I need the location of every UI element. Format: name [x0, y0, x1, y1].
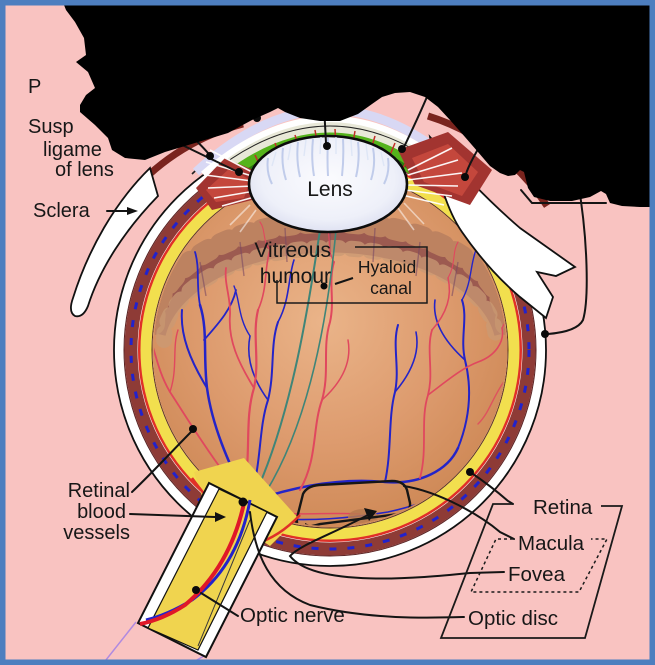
lens-label: Lens [307, 178, 353, 201]
occlusion-blob [62, 0, 655, 207]
hyaloid-canal [257, 229, 337, 493]
lens: Lens [247, 134, 409, 234]
label-vitreous-2: humour [260, 265, 331, 288]
disc-vessel-dot [238, 497, 248, 507]
hyaloid-callout: Hyaloid canal [276, 246, 428, 304]
label-vitreous-1: Vitreous [254, 239, 331, 262]
optic-nerve [101, 481, 279, 665]
label-suspensory-2: ligame [43, 139, 102, 161]
label-sclera: Sclera [33, 200, 91, 222]
zonule-fibres [204, 147, 463, 233]
label-retinal-1: Retinal [68, 480, 130, 502]
label-suspensory-1: Susp [28, 116, 74, 138]
hyaloid-label-line1: Hyaloid [358, 257, 416, 277]
label-fovea: Fovea [508, 563, 566, 586]
label-optic-disc: Optic disc [468, 607, 558, 630]
label-retina: Retina [533, 496, 593, 519]
hyaloid-label-line2: canal [370, 278, 412, 298]
labels-right: Retina Macula Fovea Optic disc [439, 496, 624, 639]
label-macula: Macula [518, 532, 585, 555]
bracket-inner-dashed [469, 538, 609, 593]
ciliary-body [196, 132, 492, 210]
label-retinal-3: vessels [63, 522, 130, 544]
label-posterior-fragment: P [28, 76, 41, 98]
label-retinal-2: blood [77, 501, 126, 523]
labels-left: P Susp ligame of lens Sclera Vitreous hu… [28, 76, 345, 627]
bracket-outer [439, 503, 624, 639]
label-suspensory-3: of lens [55, 159, 114, 181]
label-optic-nerve: Optic nerve [240, 604, 345, 627]
leader-arrows [127, 207, 377, 522]
tendon-left [70, 166, 160, 318]
